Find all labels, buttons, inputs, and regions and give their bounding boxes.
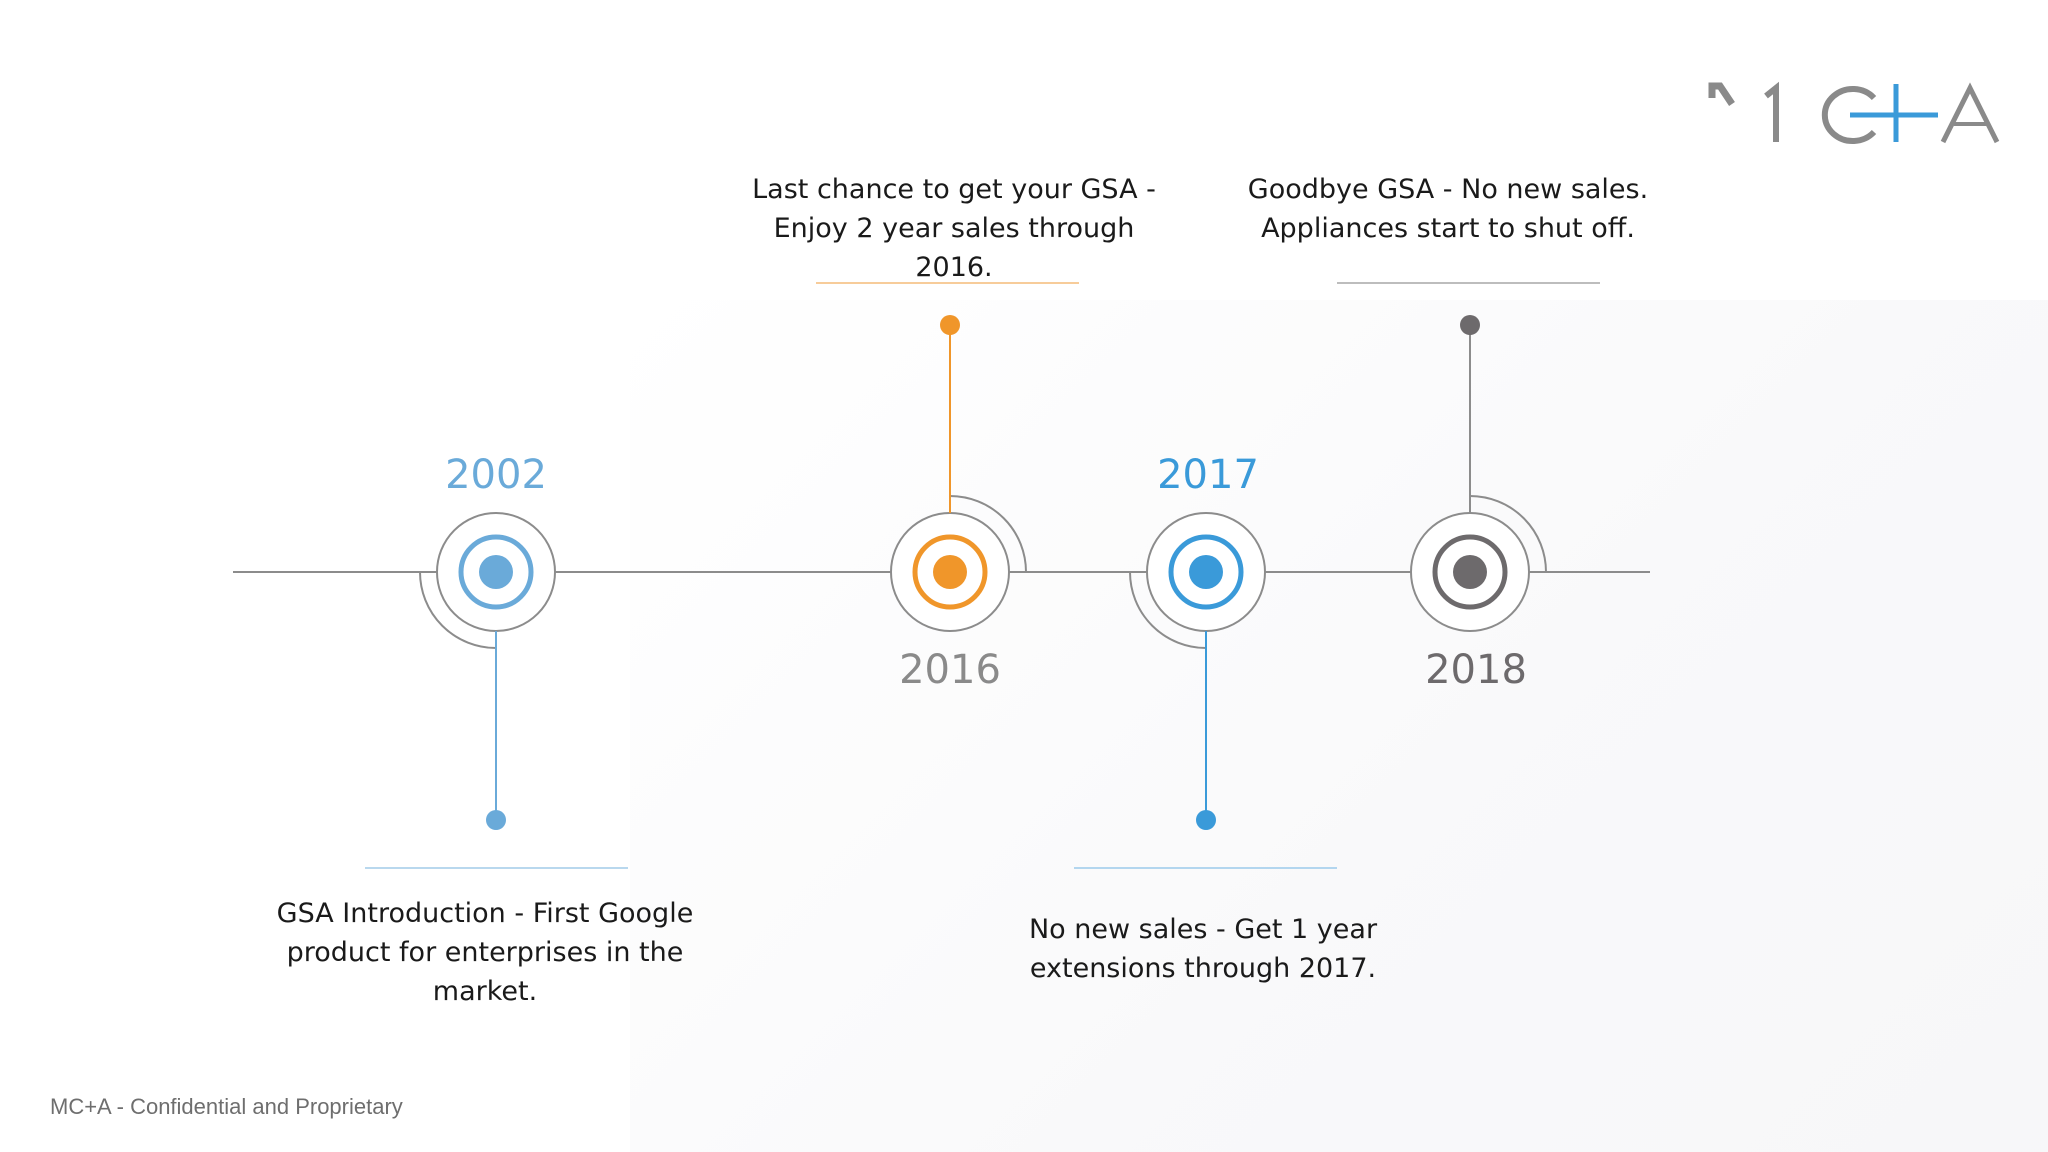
milestone-2018-dot [1453,555,1487,589]
milestone-2016-description: Last chance to get your GSA - Enjoy 2 ye… [752,174,1156,283]
logo-c [1821,86,1877,144]
milestone-2002 [365,512,628,869]
milestone-2016-end-dot [940,315,960,335]
milestone-2017-description: No new sales - Get 1 year extensions thr… [1028,914,1378,984]
year-label-2018: 2018 [1425,647,1527,693]
confidentiality-footer: MC+A - Confidential and Proprietary [50,1094,403,1119]
milestone-2017-arc [1129,571,1207,649]
year-label-2017: 2017 [1157,452,1259,498]
milestone-2018-arc [1469,495,1547,573]
year-label-2016: 2016 [899,647,1001,693]
milestone-2018-description: Goodbye GSA - No new sales. Appliances s… [1247,174,1649,244]
milestone-2016 [816,282,1079,632]
milestone-2002-arc [419,571,497,649]
milestone-2017-end-dot [1196,810,1216,830]
milestone-2002-dot [479,555,513,589]
background-gradient [630,300,2048,1152]
mca-logo [1708,81,2000,144]
milestone-2017-dot [1189,555,1223,589]
milestone-2002-description: GSA Introduction - First Google product … [276,898,694,1007]
year-label-2002: 2002 [445,452,547,498]
milestone-2016-arc [949,495,1027,573]
logo-one [1764,81,1779,142]
milestone-2017 [1074,512,1337,869]
milestone-2016-dot [933,555,967,589]
milestone-2018 [1337,282,1600,632]
milestone-2002-end-dot [486,810,506,830]
logo-a [1940,82,2000,144]
milestone-2018-end-dot [1460,315,1480,335]
logo-m-fragment [1708,82,1735,106]
